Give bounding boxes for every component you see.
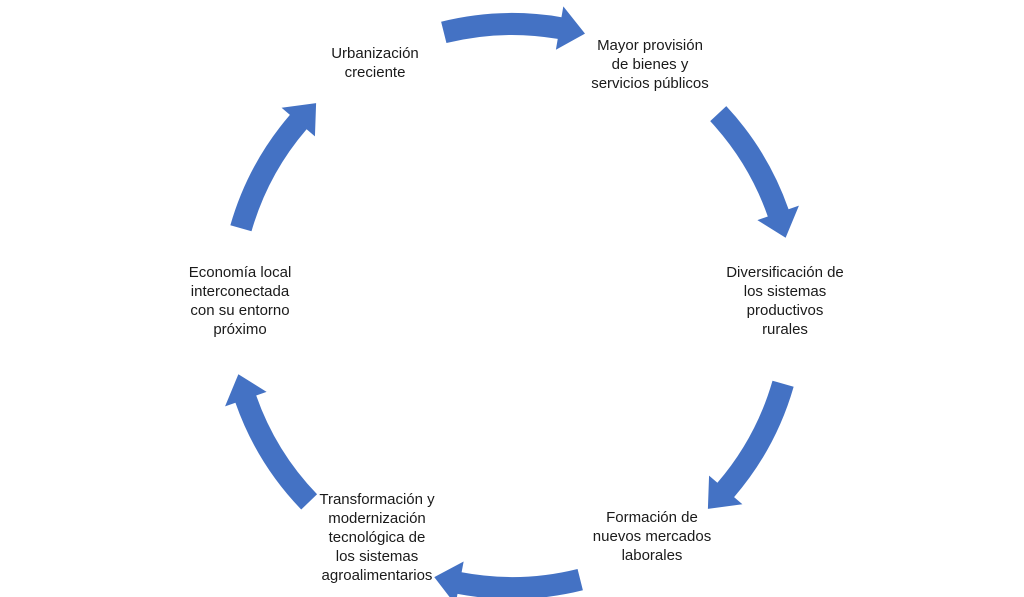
node-transformacion: Transformación y modernización tecnológi… [319,491,435,584]
cycle-arrow-6 [230,103,317,232]
node-provision: Mayor provisión de bienes y servicios pú… [591,37,709,92]
cycle-arrow-5 [225,374,318,510]
cycle-arrow-3 [707,380,794,509]
node-urbanizacion: Urbanización creciente [331,45,419,81]
node-mercados: Formación de nuevos mercados laborales [592,509,712,564]
cycle-arrow-1 [441,6,585,50]
cycle-arrow-4 [434,561,583,597]
node-economia: Economía local interconectada con su ent… [188,264,292,338]
node-diversificacion: Diversificación de los sistemas producti… [726,264,844,338]
cycle-arrow-2 [710,106,799,238]
